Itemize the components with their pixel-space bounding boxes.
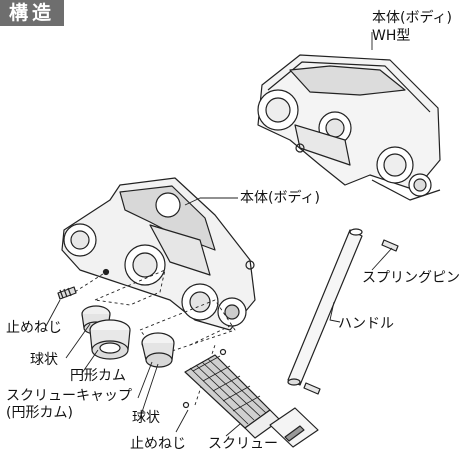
label-screw-cap-line2: (円形カム) bbox=[6, 405, 73, 421]
leader-lines bbox=[45, 32, 393, 437]
label-body-wh-line2: WH型 bbox=[372, 28, 411, 44]
label-set-screw-left: 止めねじ bbox=[6, 320, 62, 336]
label-body-wh-line1: 本体(ボディ) bbox=[372, 10, 452, 26]
label-handle: ハンドル bbox=[338, 316, 394, 332]
main-body-illustration bbox=[61, 177, 256, 331]
label-ball-left: 球状 bbox=[30, 352, 58, 368]
label-circular-cam: 円形カム bbox=[70, 368, 126, 384]
ball-right-illustration bbox=[141, 332, 175, 368]
label-body: 本体(ボディ) bbox=[240, 190, 320, 206]
section-title: 構造 bbox=[0, 0, 64, 26]
label-ball-right: 球状 bbox=[132, 410, 160, 426]
set-screw-left-illustration bbox=[57, 286, 77, 300]
label-spring-pin: スプリングピン bbox=[362, 270, 460, 286]
circular-cam-illustration bbox=[89, 319, 131, 360]
label-screw: スクリュー bbox=[208, 436, 278, 452]
wh-body-illustration bbox=[257, 54, 441, 201]
label-set-screw-bottom: 止めねじ bbox=[130, 436, 186, 452]
label-screw-cap-line1: スクリューキャップ bbox=[6, 388, 132, 404]
handle-illustration bbox=[287, 228, 363, 386]
screw-illustration bbox=[182, 348, 319, 448]
spring-pin-illustration bbox=[303, 239, 399, 395]
